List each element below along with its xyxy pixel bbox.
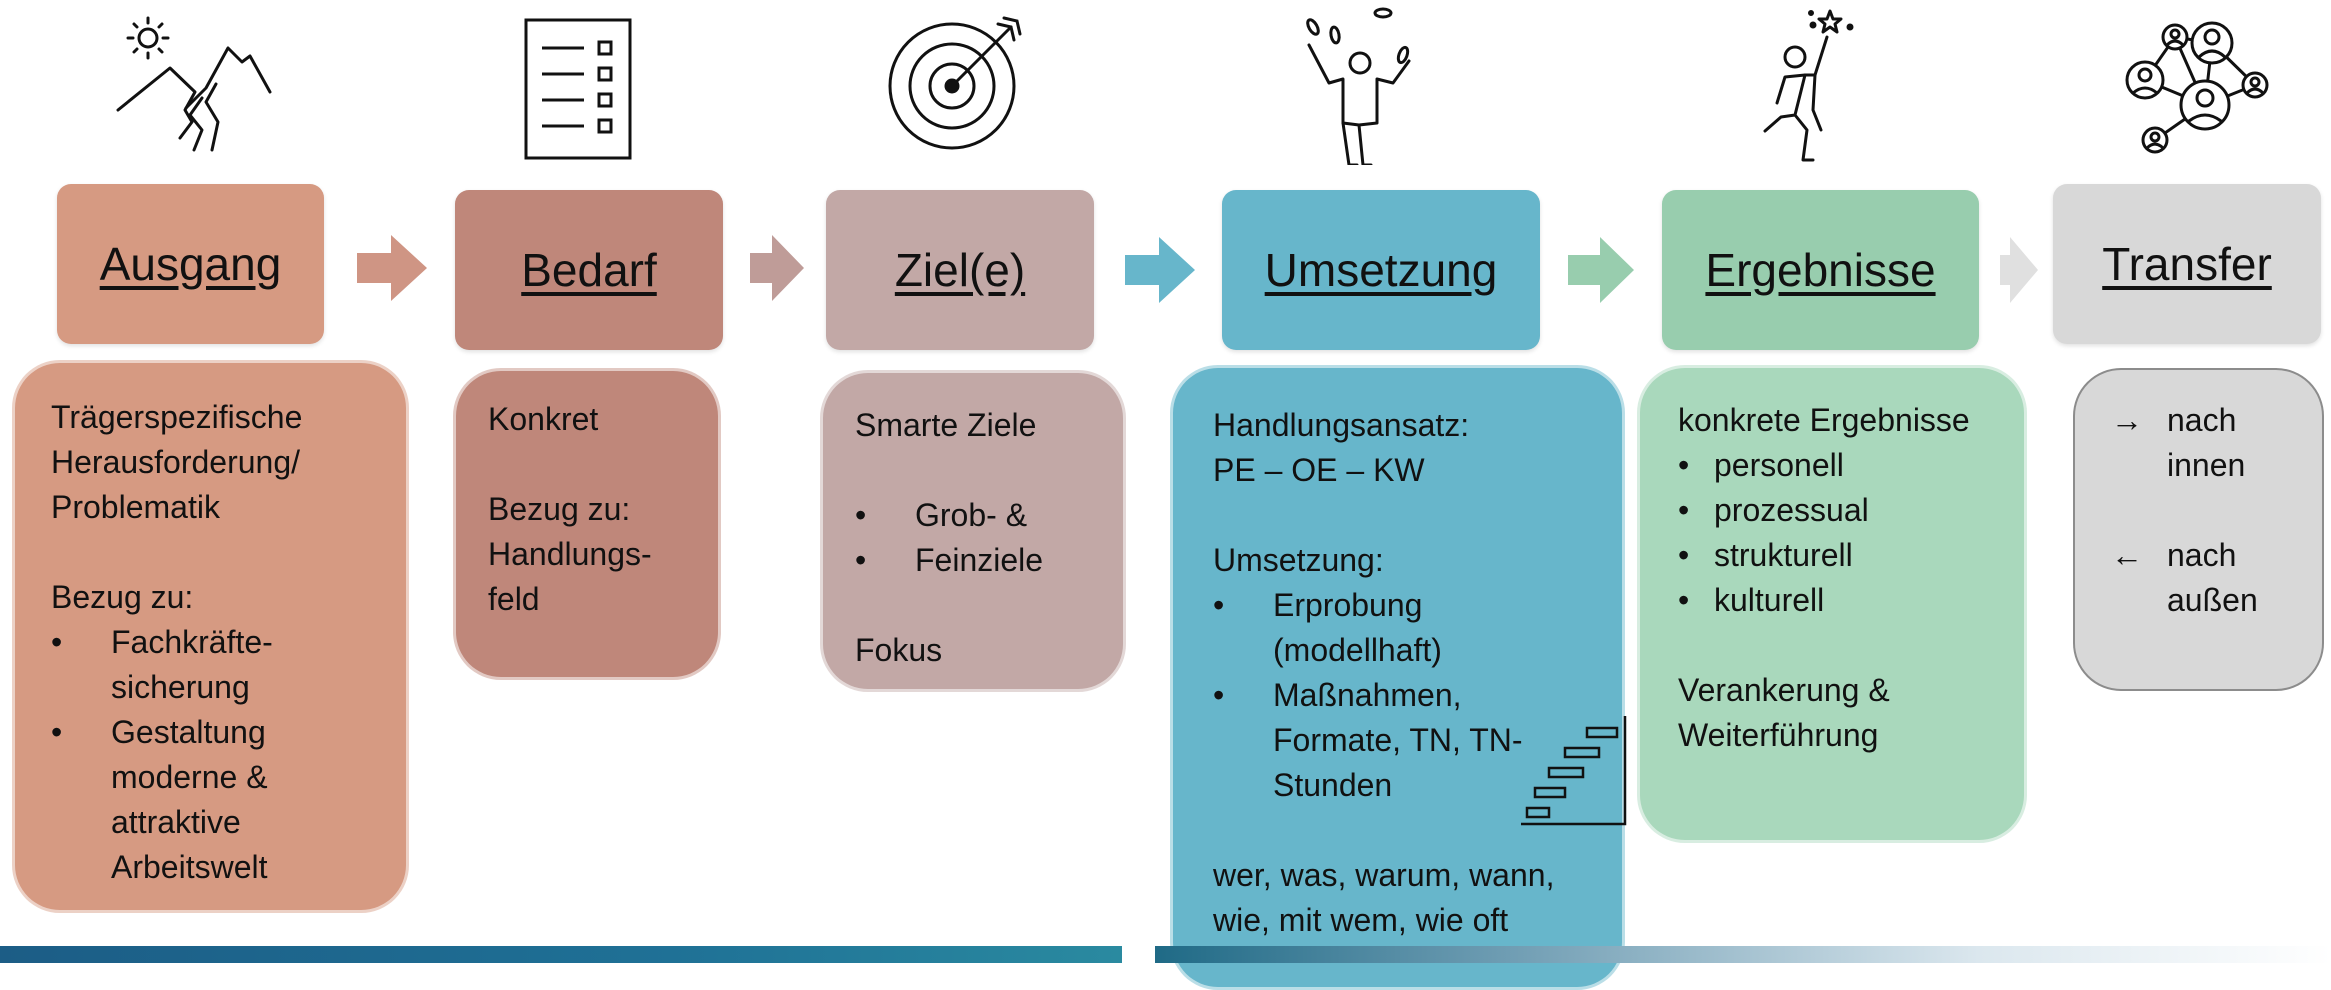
arrow-right-icon: →	[2111, 402, 2143, 438]
card-spacer	[51, 530, 370, 575]
list-item-cont: Formate, TN, TN-	[1273, 722, 1523, 758]
mountain-sun-icon	[116, 16, 272, 152]
list-item-cont: moderne &	[111, 759, 268, 795]
juggler-icon	[1306, 7, 1411, 165]
header-ziele: Ziel(e)	[826, 190, 1094, 350]
card-umsetzung: Handlungsansatz: PE – OE – KW Umsetzung:…	[1170, 365, 1627, 990]
transfer-item-inward-cont: innen	[2167, 447, 2246, 483]
transfer-item-outward-cont: außen	[2167, 582, 2258, 618]
transfer-item-outward: ←nach	[2111, 533, 2286, 578]
card-text: Konkret	[488, 401, 599, 437]
list-item: •Grob- &	[855, 497, 1028, 533]
list-item: •Feinziele	[855, 542, 1044, 578]
card-text: Bezug zu:	[488, 491, 631, 527]
target-arrow-icon	[888, 16, 1022, 150]
card-spacer	[1678, 623, 1988, 668]
card-text: wer, was, warum, wann,	[1213, 857, 1555, 893]
header-transfer-label: Transfer	[2102, 238, 2272, 290]
header-ergebnisse-label: Ergebnisse	[1705, 244, 1936, 296]
header-umsetzung: Umsetzung	[1222, 190, 1540, 350]
card-text: Smarte Ziele	[855, 407, 1037, 443]
header-ausgang: Ausgang	[57, 184, 324, 344]
card-ausgang: Trägerspezifische Herausforderung/ Probl…	[12, 360, 409, 913]
card-bedarf: Konkret Bezug zu: Handlungs- feld	[453, 368, 721, 680]
card-text: Bezug zu:	[51, 579, 194, 615]
arrow-ziele-umsetzung	[1125, 237, 1195, 303]
transfer-item-inward: →nach	[2111, 398, 2286, 443]
list-item: •Erprobung	[1213, 587, 1423, 623]
list-item: •prozessual	[1678, 492, 1869, 528]
gantt-stairs-icon	[1521, 716, 1627, 826]
card-text: Verankerung &	[1678, 672, 1890, 708]
header-ergebnisse: Ergebnisse	[1662, 190, 1979, 350]
list-item-cont: attraktive	[111, 804, 241, 840]
list-item-cont: sicherung	[111, 669, 250, 705]
header-transfer: Transfer	[2053, 184, 2321, 344]
footer-bar-left	[0, 946, 1122, 963]
card-text: Handlungs-	[488, 536, 652, 572]
list-item: •Maßnahmen,	[1213, 677, 1462, 713]
card-text: Trägerspezifische	[51, 399, 303, 435]
list-item: •kulturell	[1678, 582, 1825, 618]
arrow-ergebnisse-transfer	[2000, 237, 2038, 303]
footer-bar-right	[1155, 946, 2331, 963]
list-item: •Gestaltung	[51, 714, 266, 750]
reaching-star-icon	[1763, 9, 1854, 162]
list-item-cont: (modellhaft)	[1273, 632, 1442, 668]
list-item-cont: Arbeitswelt	[111, 849, 268, 885]
card-text: konkrete Ergebnisse	[1678, 402, 1970, 438]
card-spacer	[1213, 493, 1586, 538]
network-people-icon	[2125, 21, 2269, 154]
card-spacer	[855, 583, 1087, 628]
card-transfer: →nach innen ←nach außen	[2073, 368, 2324, 691]
list-item: •personell	[1678, 447, 1844, 483]
card-ziele: Smarte Ziele •Grob- & •Feinziele Fokus	[820, 370, 1126, 692]
list-item: •strukturell	[1678, 537, 1853, 573]
card-text: Problematik	[51, 489, 220, 525]
card-ergebnisse: konkrete Ergebnisse •personell •prozessu…	[1637, 365, 2027, 843]
list-item: •Fachkräfte-	[51, 624, 273, 660]
card-text: feld	[488, 581, 540, 617]
header-bedarf-label: Bedarf	[521, 244, 657, 296]
arrow-bedarf-ziele	[750, 235, 804, 301]
card-text: Weiterführung	[1678, 717, 1879, 753]
arrow-left-icon: ←	[2111, 537, 2143, 573]
card-text: Umsetzung:	[1213, 542, 1384, 578]
card-text: wie, mit wem, wie oft	[1213, 902, 1509, 938]
checklist-icon	[524, 18, 632, 160]
card-text: Fokus	[855, 632, 943, 668]
card-text: PE – OE – KW	[1213, 452, 1425, 488]
card-spacer	[2111, 488, 2286, 533]
card-text: Herausforderung/	[51, 444, 301, 480]
arrow-umsetzung-ergebnisse	[1568, 237, 1634, 303]
card-spacer	[855, 448, 1087, 493]
header-ziele-label: Ziel(e)	[894, 244, 1026, 296]
card-spacer	[488, 442, 682, 487]
header-ausgang-label: Ausgang	[99, 238, 282, 290]
header-bedarf: Bedarf	[455, 190, 723, 350]
card-text: Handlungsansatz:	[1213, 407, 1470, 443]
arrow-ausgang-bedarf	[357, 235, 427, 301]
list-item-cont: Stunden	[1273, 767, 1393, 803]
header-umsetzung-label: Umsetzung	[1264, 244, 1498, 296]
